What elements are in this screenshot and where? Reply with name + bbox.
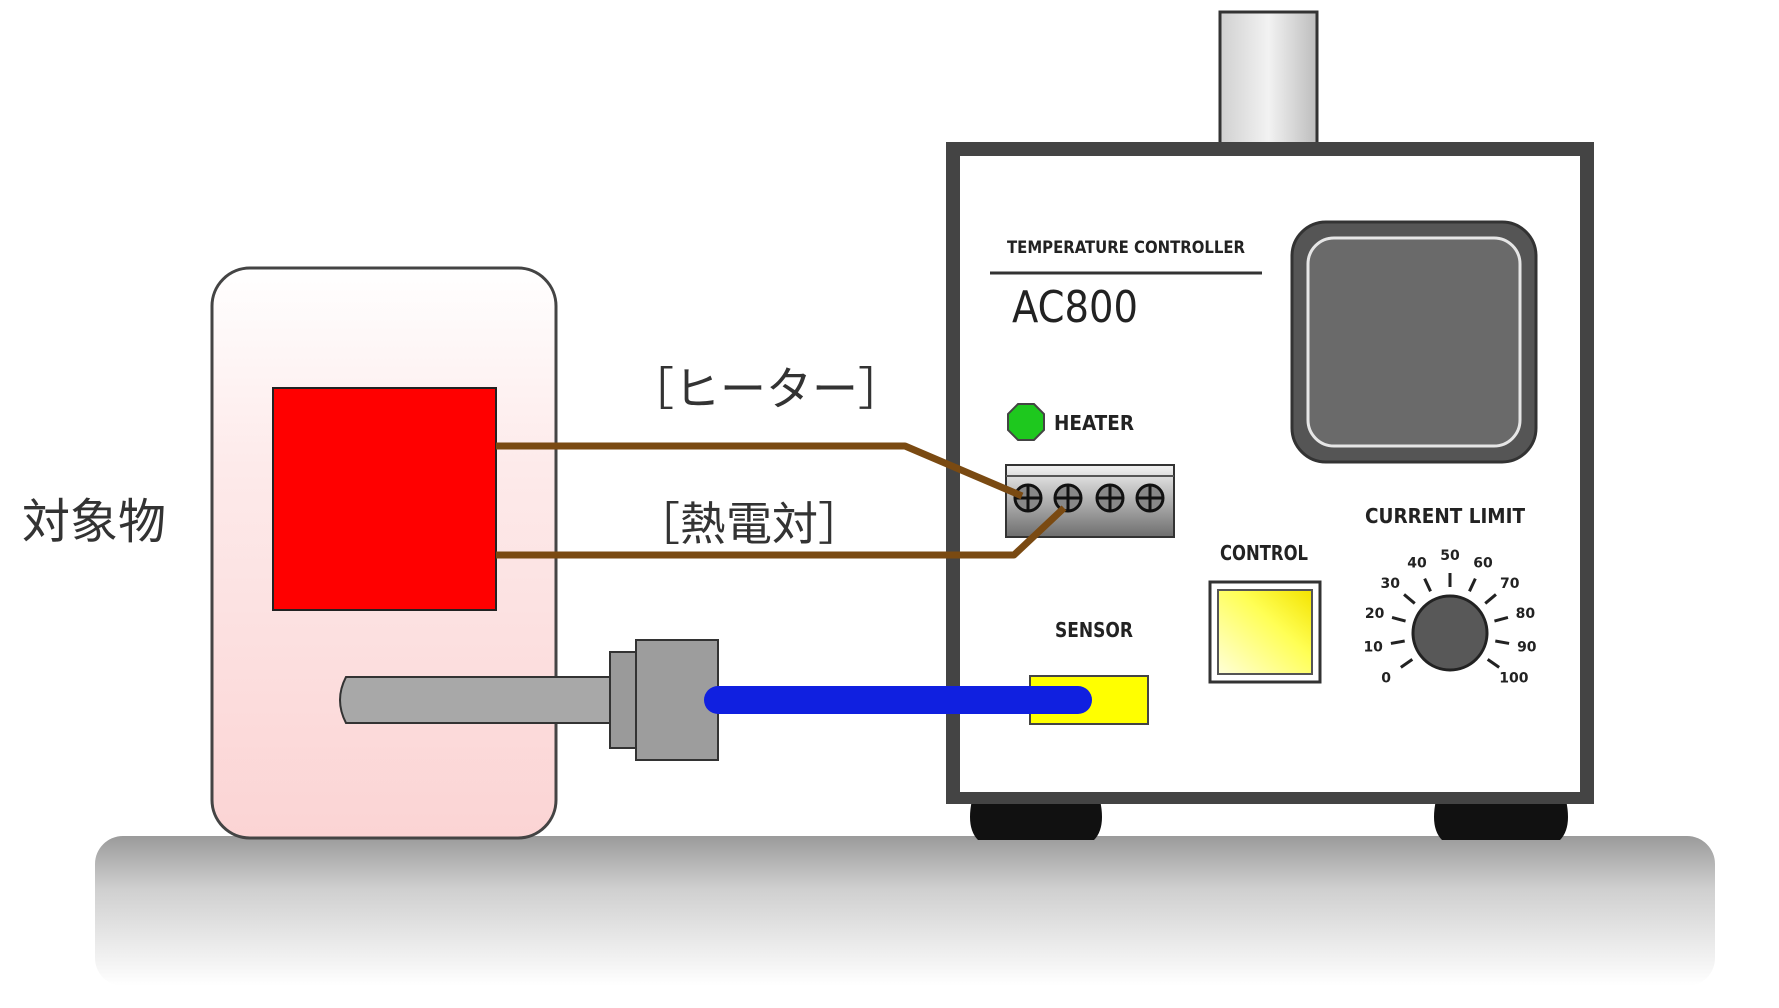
dial-scale: 0 10 20 30 40 50 60 70 80 90 100 <box>1363 548 1536 687</box>
thermocouple-wire <box>496 505 1067 559</box>
target-object-label: 対象物 <box>22 494 166 550</box>
model-label: AC800 <box>1012 282 1138 333</box>
heater-wire <box>496 442 1024 500</box>
dial-tick-label: 80 <box>1516 606 1536 622</box>
sensor-probe-collar <box>609 651 639 749</box>
dial-tick-mark <box>1423 577 1432 592</box>
dial-tick-mark <box>1468 577 1477 592</box>
terminal-screw-1[interactable] <box>1013 483 1043 513</box>
dial-tick-label: 30 <box>1381 576 1401 592</box>
controller-handle[interactable] <box>1218 10 1319 146</box>
terminal-screw-3[interactable] <box>1095 483 1125 513</box>
current-limit-knob[interactable] <box>1411 594 1489 672</box>
dial-tick-label: 70 <box>1500 576 1520 592</box>
dial-tick-mark <box>1403 593 1416 605</box>
dial-tick-label: 90 <box>1517 640 1537 656</box>
dial-tick-mark <box>1486 658 1501 669</box>
floor-surface <box>95 836 1715 986</box>
controller-foot-left <box>970 800 1102 840</box>
dial-tick-label: 20 <box>1365 606 1385 622</box>
current-limit-label: CURRENT LIMIT <box>1365 504 1526 528</box>
sensor-label: SENSOR <box>1055 618 1133 642</box>
dial-tick-mark <box>1495 639 1510 645</box>
dial-tick-mark <box>1399 658 1414 669</box>
dial-tick-mark <box>1390 639 1405 645</box>
control-label: CONTROL <box>1220 541 1308 565</box>
heater-label: HEATER <box>1054 411 1134 435</box>
dial-tick-label: 0 <box>1381 671 1391 687</box>
control-button[interactable] <box>1217 589 1313 675</box>
dial-tick-mark <box>1494 616 1509 623</box>
controller-foot-right <box>1434 800 1568 840</box>
heater-lamp <box>1007 403 1045 441</box>
dial-tick-mark <box>1391 616 1406 623</box>
dial-tick-label: 60 <box>1473 555 1493 571</box>
dial-tick-label: 50 <box>1440 548 1460 564</box>
display-screen <box>1306 236 1522 448</box>
heater-label-text: ［ヒーター］ <box>628 362 904 416</box>
heater-block <box>272 387 497 611</box>
terminal-screw-4[interactable] <box>1135 483 1165 513</box>
brand-label: TEMPERATURE CONTROLLER <box>1007 238 1245 258</box>
dial-tick-label: 100 <box>1499 671 1528 687</box>
dial-tick-label: 40 <box>1407 555 1427 571</box>
dial-tick-label: 10 <box>1363 640 1383 656</box>
sensor-probe-rod <box>339 676 611 724</box>
dial-tick-mark <box>1484 593 1497 605</box>
thermocouple-label-text: ［熱電対］ <box>634 497 864 551</box>
terminal-screw-2[interactable] <box>1053 483 1083 513</box>
